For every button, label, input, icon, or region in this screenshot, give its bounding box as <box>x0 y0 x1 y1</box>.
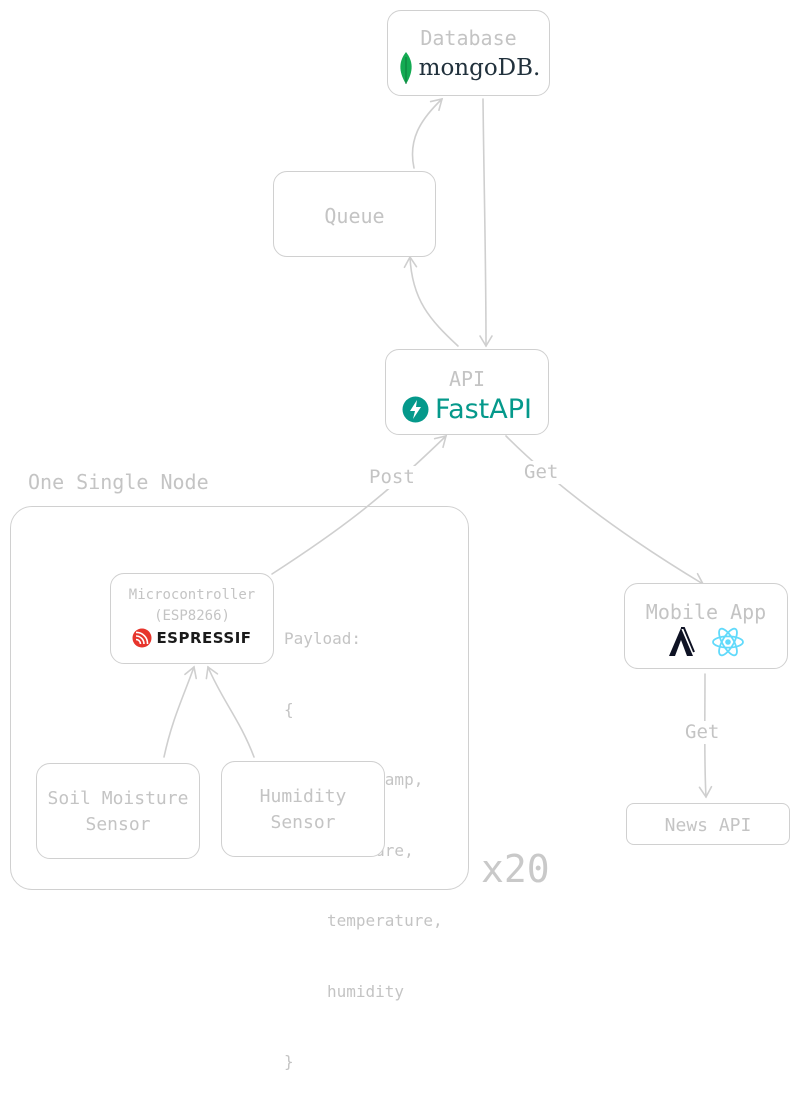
queue-title: Queue <box>324 204 385 228</box>
mobile-app-logos <box>625 626 787 658</box>
edge-humidity-to-micro <box>205 665 255 758</box>
espressif-logo-text: ESPRESSIF <box>156 629 252 647</box>
mobile-app-title: Mobile App <box>645 600 767 624</box>
payload-field: temperature, <box>327 911 443 930</box>
microcontroller-title: Microcontroller <box>128 587 256 603</box>
react-icon <box>712 627 744 657</box>
edge-database-to-api <box>479 98 493 348</box>
queue-node: Queue <box>273 171 436 257</box>
edge-label-get-api: Get <box>518 461 565 484</box>
microcontroller-subtitle: (ESP8266) <box>154 608 230 624</box>
humidity-sensor-line2: Sensor <box>270 812 336 833</box>
soil-sensor-line1: Soil Moisture <box>47 788 189 809</box>
edge-label-get-news: Get <box>679 721 726 744</box>
database-title: Database <box>420 26 517 50</box>
edge-micro-to-api <box>271 434 448 575</box>
espressif-icon <box>132 628 152 648</box>
edge-label-post: Post <box>362 466 422 489</box>
edge-queue-to-database <box>411 97 444 169</box>
edge-soil-to-micro <box>163 665 198 758</box>
group-title: One Single Node <box>28 470 209 494</box>
api-title: API <box>448 367 486 391</box>
soil-sensor-line2: Sensor <box>85 814 151 835</box>
soil-moisture-sensor-node: Soil Moisture Sensor <box>36 763 200 859</box>
expo-icon <box>669 627 695 656</box>
fastapi-logo: FastAPI <box>386 394 548 425</box>
edge-api-to-queue <box>403 255 459 347</box>
api-node: API FastAPI <box>385 349 549 435</box>
microcontroller-node: Microcontroller (ESP8266) ESPRESSIF <box>110 573 274 664</box>
node-group <box>10 506 469 890</box>
edge-api-to-mobile <box>505 435 705 585</box>
mobile-app-node: Mobile App <box>624 583 788 669</box>
news-api-title: News API <box>664 815 752 836</box>
database-node: Database mongoDB. <box>387 10 550 96</box>
group-multiplier: x20 <box>481 847 550 891</box>
espressif-logo: ESPRESSIF <box>111 628 273 648</box>
mongodb-leaf-icon <box>400 52 412 84</box>
payload-open-brace: { <box>284 699 294 719</box>
mongodb-logo-text: mongoDB. <box>418 55 541 81</box>
mongodb-logo: mongoDB. <box>388 51 549 85</box>
payload-field: humidity <box>327 981 405 1001</box>
payload-close-brace: } <box>284 1052 294 1071</box>
humidity-sensor-line1: Humidity <box>259 786 347 807</box>
fastapi-logo-text: FastAPI <box>435 394 532 425</box>
humidity-sensor-node: Humidity Sensor <box>221 761 385 857</box>
payload-header: Payload: <box>284 629 362 648</box>
news-api-node: News API <box>626 803 790 845</box>
fastapi-bolt-icon <box>402 396 429 423</box>
